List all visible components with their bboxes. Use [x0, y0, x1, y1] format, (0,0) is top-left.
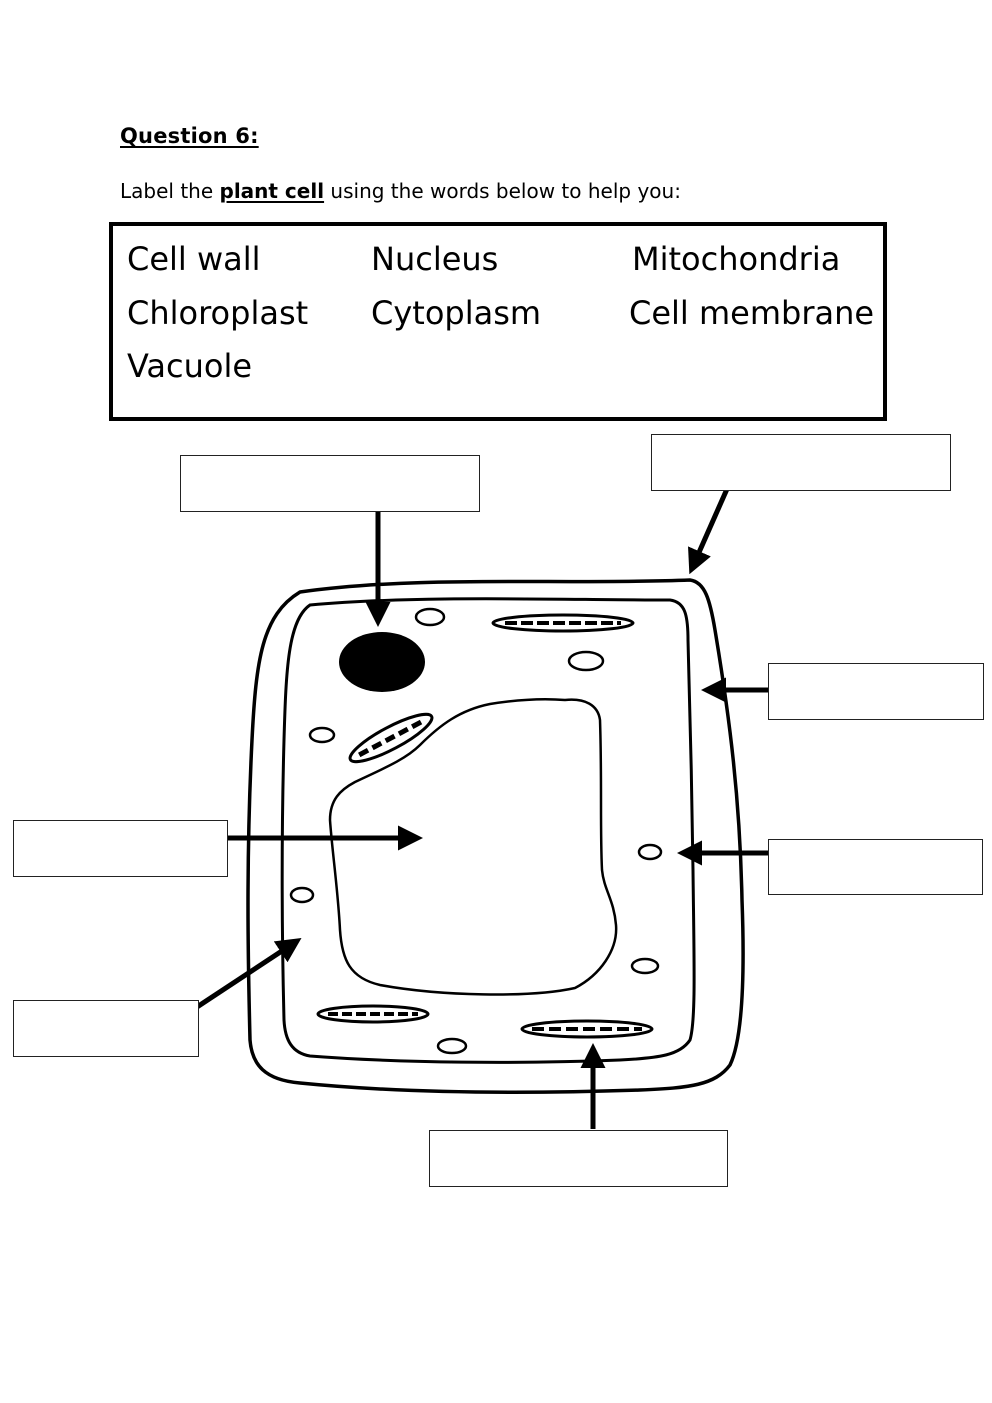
organelle	[289, 886, 315, 904]
organelle	[436, 1037, 468, 1055]
label-box-organelle[interactable]	[768, 839, 983, 895]
cell-wall-outline	[246, 578, 745, 1094]
word-bank-item: Cell wall	[127, 240, 261, 278]
word-bank-item: Vacuole	[127, 347, 253, 385]
organelle	[414, 607, 446, 627]
label-box-cell-wall[interactable]	[651, 434, 951, 491]
organelle	[567, 650, 605, 672]
word-bank-item: Cytoplasm	[371, 294, 542, 332]
word-bank: Cell wall Nucleus Mitochondria Chloropla…	[109, 222, 887, 421]
label-box-cell-membrane[interactable]	[768, 663, 984, 720]
label-box-vacuole[interactable]	[13, 820, 228, 877]
word-bank-item: Nucleus	[371, 240, 499, 278]
chloroplast	[491, 613, 635, 633]
cell-membrane-outline	[280, 597, 696, 1064]
instruction-prefix: Label the	[120, 179, 220, 203]
organelle	[630, 957, 660, 975]
question-title: Question 6:	[120, 124, 259, 148]
arrow-to-cell-wall	[688, 487, 730, 575]
organelle	[637, 843, 663, 861]
instruction-suffix: using the words below to help you:	[324, 179, 681, 203]
nucleus	[339, 632, 425, 692]
word-bank-item: Cell membrane	[629, 294, 875, 332]
label-box-chloroplast[interactable]	[429, 1130, 728, 1187]
instruction-emphasis: plant cell	[219, 179, 325, 203]
word-bank-item: Chloroplast	[127, 294, 309, 332]
instruction-text: Label the plant cell using the words bel…	[120, 179, 681, 203]
organelle	[308, 726, 336, 744]
word-bank-item: Mitochondria	[632, 240, 841, 278]
vacuole-outline	[328, 697, 618, 996]
label-box-cytoplasm[interactable]	[13, 1000, 199, 1057]
chloroplast	[316, 1004, 430, 1024]
chloroplast	[520, 1019, 654, 1039]
arrow-to-cytoplasm	[195, 938, 302, 1010]
chloroplast	[348, 712, 434, 764]
label-box-nucleus[interactable]	[180, 455, 480, 512]
